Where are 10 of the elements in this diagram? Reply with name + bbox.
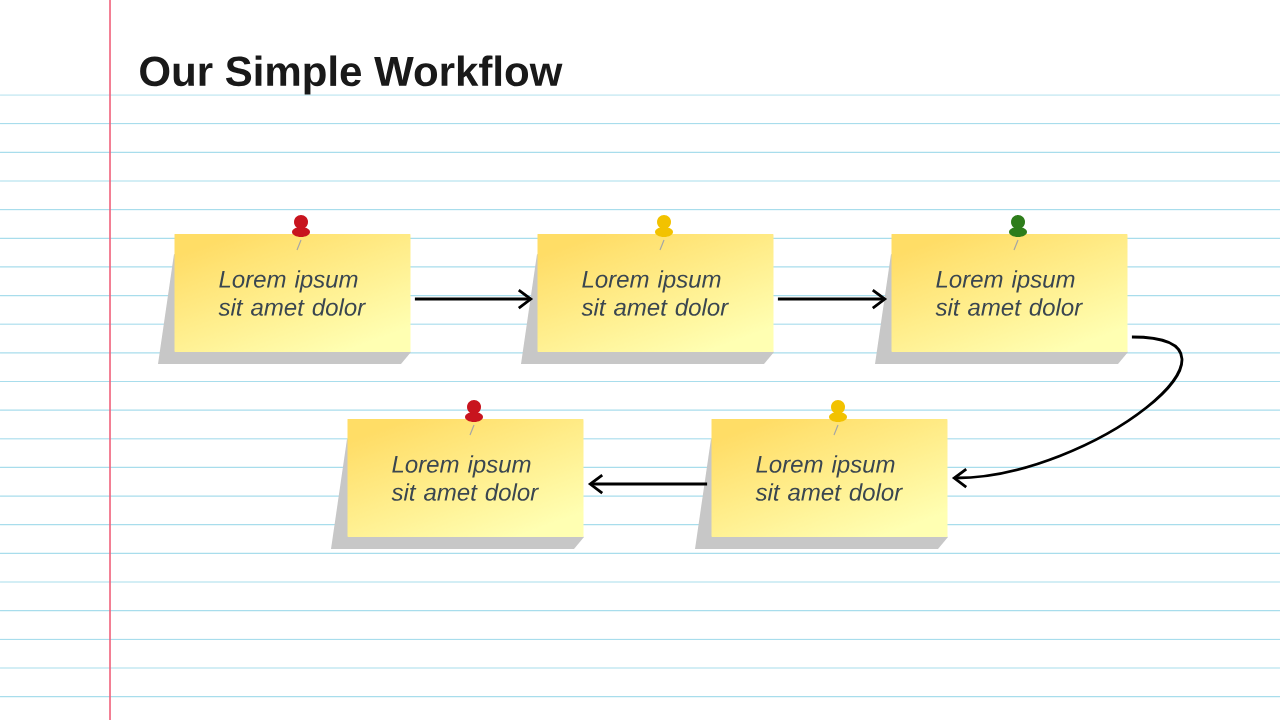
sticky-note: Lorem ipsum sit amet dolor [875, 234, 1128, 364]
arrow [587, 473, 708, 495]
sticky-note: Lorem ipsum sit amet dolor [158, 234, 411, 364]
sticky-note: Lorem ipsum sit amet dolor [331, 419, 584, 549]
title: Our Simple Workflow [140, 55, 563, 95]
arrow [777, 288, 888, 310]
arrow [414, 288, 534, 310]
arrow [951, 335, 1184, 489]
sticky-note: Lorem ipsum sit amet dolor [695, 419, 948, 549]
sticky-note: Lorem ipsum sit amet dolor [521, 234, 774, 364]
